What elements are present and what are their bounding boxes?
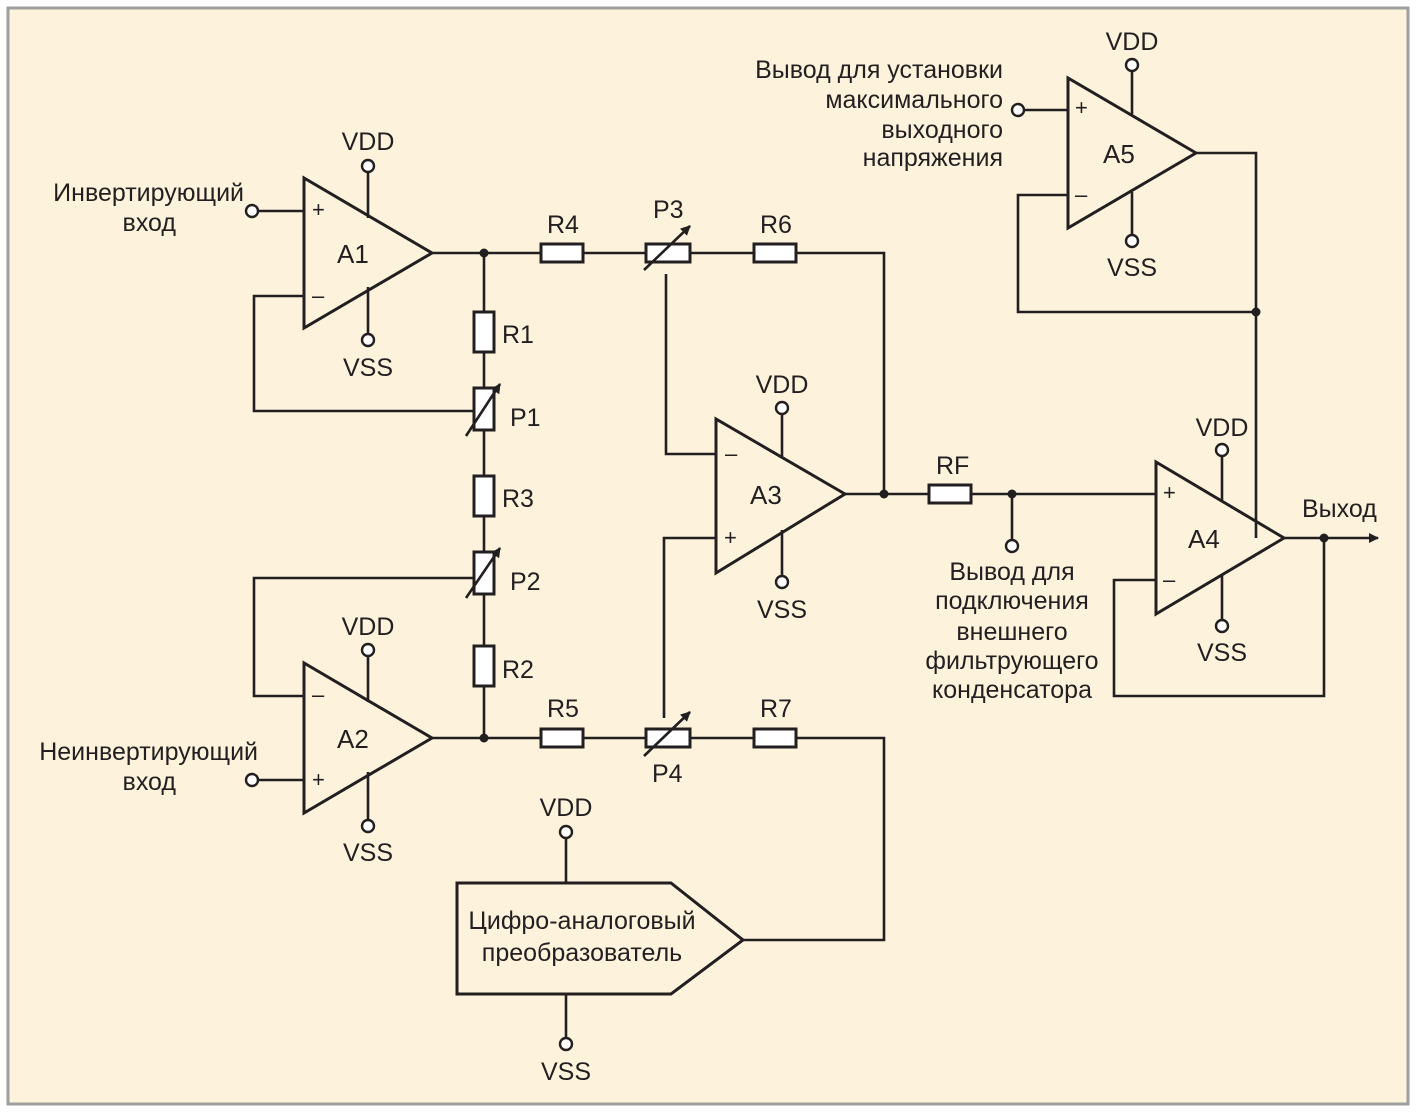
dac-vdd-pin <box>558 824 574 840</box>
dac-label-line1: Цифро-аналоговый <box>468 907 695 935</box>
potentiometer-p2 <box>464 547 502 599</box>
resistor-rf <box>927 483 973 505</box>
resistor-r1 <box>472 310 496 354</box>
svg-text:–: – <box>1163 567 1176 592</box>
noninverting-input-pin <box>244 772 260 788</box>
svg-text:–: – <box>1075 182 1088 207</box>
a5-vdd-label: VDD <box>1106 28 1159 56</box>
filter-cap-label-line4: фильтрующего <box>925 647 1098 675</box>
a1-vdd-pin <box>360 158 376 174</box>
a3-vdd-pin <box>774 400 790 416</box>
svg-text:+: + <box>1075 95 1088 120</box>
junction-rf <box>1007 489 1017 499</box>
wires <box>252 71 1379 1038</box>
a2-vdd-label: VDD <box>342 613 395 641</box>
a4-label: A4 <box>1188 524 1220 554</box>
noninverting-input-label-line2: вход <box>123 768 177 796</box>
a4-vss-pin <box>1214 618 1230 634</box>
a3-vss-label: VSS <box>757 596 807 624</box>
a1-vss-pin <box>360 332 376 348</box>
p3-label: P3 <box>653 196 684 224</box>
amplifier-a5: + – A5 <box>1066 75 1199 231</box>
a3-label: A3 <box>750 480 782 510</box>
a2-vss-label: VSS <box>343 839 393 867</box>
a5-vss-label: VSS <box>1107 254 1157 282</box>
resistor-r2 <box>472 644 496 688</box>
resistor-r3 <box>472 474 496 518</box>
junction-a4-out <box>1319 533 1329 543</box>
a5-label: A5 <box>1103 139 1135 169</box>
r3-label: R3 <box>502 485 534 513</box>
junction-a3-out <box>879 489 889 499</box>
junction-a1-out <box>479 248 489 258</box>
dac-label-line2: преобразователь <box>482 939 682 967</box>
dac-vdd-label: VDD <box>540 794 593 822</box>
a4-vdd-pin <box>1214 442 1230 458</box>
resistor-r4 <box>539 242 585 264</box>
a1-vdd-label: VDD <box>342 128 395 156</box>
resistor-r5 <box>539 727 585 749</box>
max-output-label-line4: напряжения <box>863 144 1003 172</box>
a3-vss-pin <box>774 574 790 590</box>
dac-vss-label: VSS <box>541 1058 591 1086</box>
junction-a5-feedback <box>1251 307 1261 317</box>
background-panel <box>6 6 1410 1106</box>
amplifier-a1: + – A1 <box>302 175 435 331</box>
r1-label: R1 <box>502 321 534 349</box>
svg-text:–: – <box>312 682 325 707</box>
potentiometer-p1 <box>464 383 502 437</box>
resistor-r6 <box>752 242 798 264</box>
filter-cap-label-line5: конденсатора <box>932 676 1092 704</box>
resistor-r7 <box>752 727 798 749</box>
max-output-label-line2: максимального <box>825 86 1003 114</box>
r4-label: R4 <box>547 211 579 239</box>
noninverting-input-label-line1: Неинвертирующий <box>39 738 258 766</box>
r5-label: R5 <box>547 695 579 723</box>
dac-vss-pin <box>558 1036 574 1052</box>
p4-label: P4 <box>652 760 683 788</box>
rf-label: RF <box>936 452 969 480</box>
filter-cap-pin <box>1004 538 1020 554</box>
max-output-label-line1: Вывод для установки <box>755 56 1003 84</box>
a5-vss-pin <box>1124 233 1140 249</box>
amplifier-a3: – + A3 <box>714 416 848 576</box>
potentiometer-p4 <box>643 711 692 757</box>
a2-label: A2 <box>337 724 369 754</box>
max-output-label-line3: выходного <box>881 116 1003 144</box>
inverting-input-pin <box>244 203 260 219</box>
a1-vss-label: VSS <box>343 354 393 382</box>
amplifier-a2: – + A2 <box>302 660 435 816</box>
svg-text:+: + <box>724 525 737 550</box>
a5-vdd-pin <box>1124 57 1140 73</box>
a4-vss-label: VSS <box>1197 639 1247 667</box>
svg-text:+: + <box>312 197 325 222</box>
p1-label: P1 <box>510 404 541 432</box>
r6-label: R6 <box>760 211 792 239</box>
filter-cap-label-line2: подключения <box>935 587 1089 615</box>
filter-cap-label-line1: Вывод для <box>949 558 1074 586</box>
junction-a2-out <box>479 733 489 743</box>
a1-label: A1 <box>337 239 369 269</box>
filter-cap-label-line3: внешнего <box>956 618 1067 646</box>
output-label: Выход <box>1302 495 1377 523</box>
svg-text:–: – <box>312 283 325 308</box>
amplifier-a4: + – A4 <box>1154 459 1287 617</box>
p2-label: P2 <box>510 568 541 596</box>
a2-vss-pin <box>360 818 376 834</box>
a3-vdd-label: VDD <box>756 371 809 399</box>
svg-text:+: + <box>312 767 325 792</box>
svg-text:–: – <box>725 441 738 466</box>
r2-label: R2 <box>502 656 534 684</box>
svg-text:+: + <box>1163 480 1176 505</box>
a2-vdd-pin <box>360 642 376 658</box>
r7-label: R7 <box>760 695 792 723</box>
a4-vdd-label: VDD <box>1196 414 1249 442</box>
dac-block: Цифро-аналоговый преобразователь <box>455 881 746 996</box>
inverting-input-label-line2: вход <box>123 209 177 237</box>
inverting-input-label-line1: Инвертирующий <box>53 179 244 207</box>
potentiometer-p3 <box>643 225 692 271</box>
max-output-pin <box>1010 102 1026 118</box>
